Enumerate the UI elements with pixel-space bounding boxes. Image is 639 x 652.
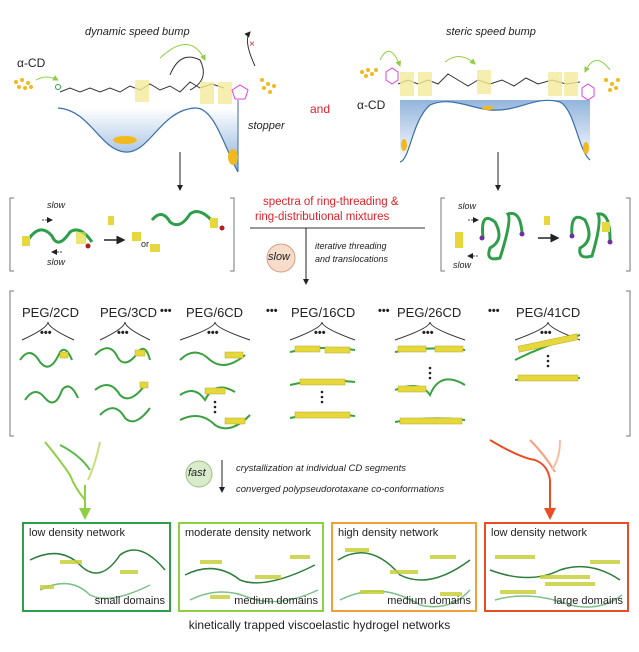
ellipsis: ••• [378, 305, 390, 317]
figure-caption: kinetically trapped viscoelastic hydroge… [188, 618, 451, 632]
spectra-line-2: ring-distributional mixtures [255, 211, 390, 223]
steric-chain [360, 50, 620, 101]
dynamic-chain: × [14, 31, 276, 104]
fast-badge-circle [185, 460, 213, 488]
iterative-line-1: iterative threading [315, 241, 387, 251]
peg-2cd-label: PEG/2CD [22, 305, 80, 320]
network-title: moderate density network [185, 527, 311, 539]
right-ring-illustration [455, 211, 613, 261]
slow-badge-circle [266, 243, 296, 273]
crystalline-domains [40, 548, 620, 599]
cd-rings [59, 333, 579, 425]
network-title: low density network [491, 527, 587, 539]
peg-bracket [9, 290, 631, 437]
network-panel-high-medium: high density network medium domains [331, 522, 477, 612]
slow-label: slow [453, 260, 472, 270]
domain-size-label: medium domains [387, 595, 471, 607]
or-label: or [141, 239, 150, 249]
alpha-cd-dots-stopper [260, 78, 276, 94]
iterative-line-2: and translocations [315, 254, 389, 264]
domain-size-label: medium domains [234, 595, 318, 607]
ellipsis: ••• [40, 327, 52, 339]
ellipsis: ••• [207, 327, 219, 339]
ellipsis: ••• [540, 327, 552, 339]
alpha-cd-label-right: α-CD [357, 98, 386, 112]
left-ring-illustration [22, 210, 225, 255]
slow-label: slow [47, 257, 66, 267]
ellipsis: ••• [160, 305, 172, 317]
slow-label: slow [47, 200, 66, 210]
peg-41cd-label: PEG/41CD [516, 305, 581, 320]
ellipsis: ••• [117, 327, 129, 339]
ellipsis: ••• [422, 327, 434, 339]
network-title: low density network [29, 527, 125, 539]
alpha-cd-dots-left [14, 78, 33, 90]
network-panel-moderate-medium: moderate density network medium domains [178, 522, 324, 612]
ellipsis: ••• [314, 327, 326, 339]
ellipsis: ••• [266, 305, 278, 317]
slow-label: slow [458, 201, 477, 211]
fast-badge: fast [188, 467, 206, 479]
spectra-line-1: spectra of ring-threading & [263, 196, 399, 208]
ellipsis: ••• [488, 305, 500, 317]
middle-brackets [9, 197, 631, 272]
red-funnel [489, 439, 561, 520]
peg-16cd-label: PEG/16CD [291, 305, 356, 320]
network-panel-low-large: low density network large domains [484, 522, 629, 612]
peg-forks [21, 321, 581, 341]
peg-6cd-label: PEG/6CD [186, 305, 244, 320]
vertical-ellipses [213, 354, 550, 414]
alpha-cd-label-left: α-CD [17, 56, 46, 70]
dynamic-energy-well [57, 100, 239, 173]
steric-speed-bump-title: steric speed bump [446, 26, 536, 38]
network-panel-low-small: low density network small domains [22, 522, 171, 612]
peg-3cd-label: PEG/3CD [100, 305, 158, 320]
steric-energy-well [399, 99, 591, 163]
fast-line-1: crystallization at individual CD segment… [236, 463, 407, 474]
svg-text:×: × [249, 39, 255, 50]
domain-size-label: small domains [94, 595, 165, 607]
fast-line-2: converged polypseudorotaxane co-conforma… [236, 484, 445, 495]
green-funnel [44, 441, 101, 520]
slow-badge: slow [268, 251, 291, 263]
domain-size-label: large domains [553, 595, 623, 607]
and-label: and [310, 102, 331, 116]
peg-26cd-label: PEG/26CD [397, 305, 462, 320]
dynamic-speed-bump-title: dynamic speed bump [85, 26, 190, 38]
stopper-label: stopper [248, 120, 285, 132]
network-title: high density network [338, 527, 439, 539]
